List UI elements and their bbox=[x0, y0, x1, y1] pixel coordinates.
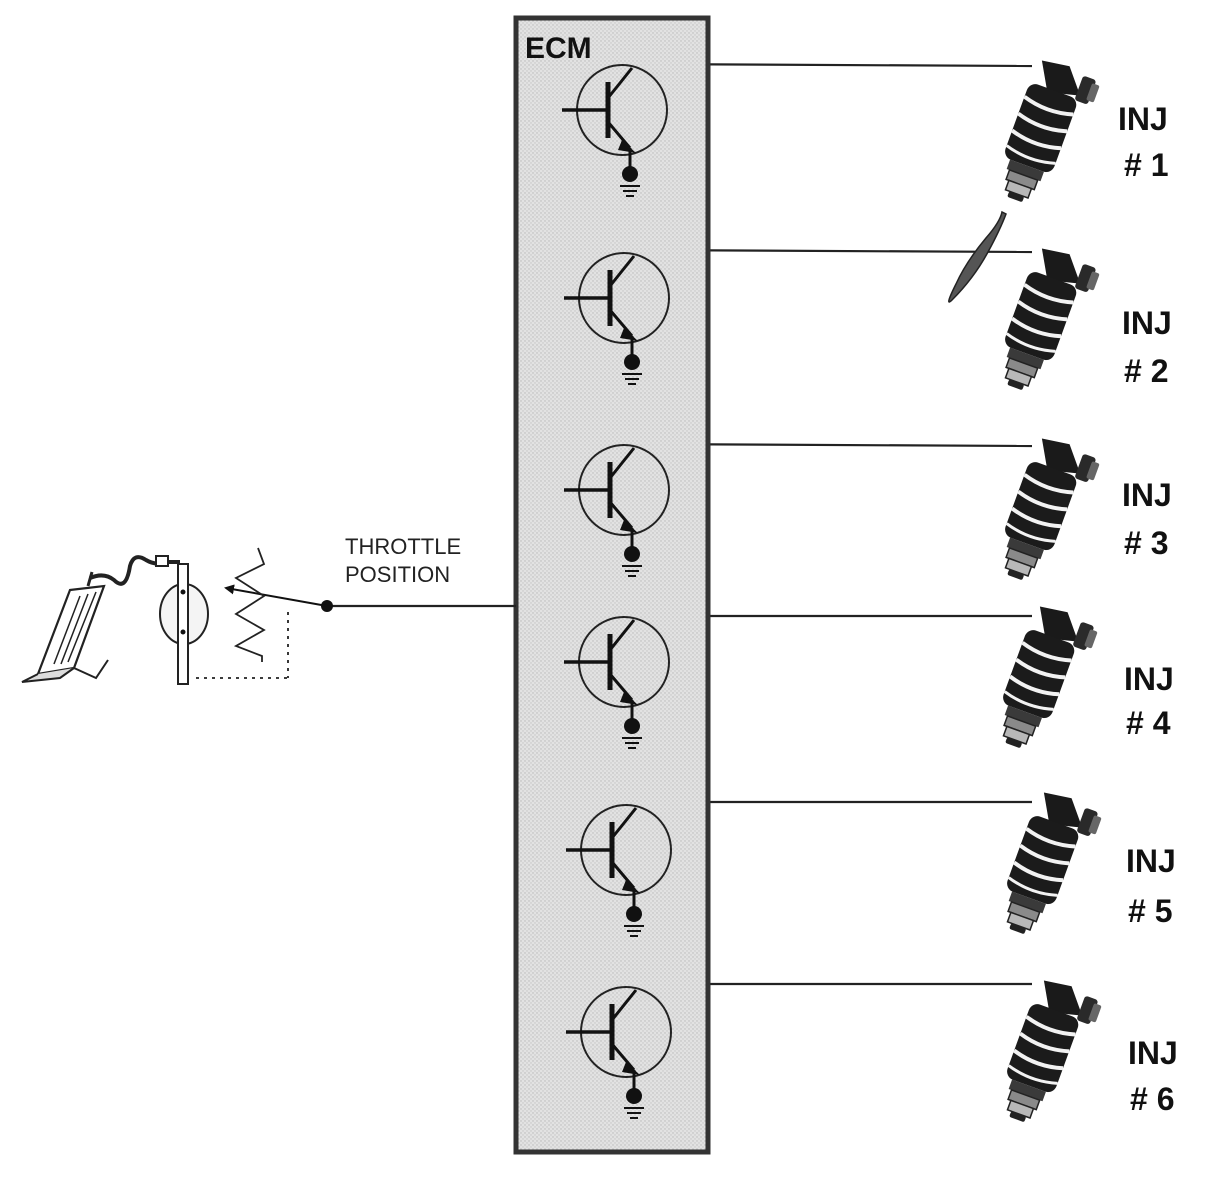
injector-labels: INJ # 1 INJ # 2 INJ # 3 INJ # 4 INJ # 5 … bbox=[1118, 101, 1178, 1117]
injector-6-number: # 6 bbox=[1130, 1081, 1174, 1117]
throttle-position-label-line2: POSITION bbox=[345, 562, 450, 587]
fuel-spray-icon bbox=[948, 210, 1007, 303]
fuel-injector-icon bbox=[986, 599, 1103, 762]
injector-1-name: INJ bbox=[1118, 101, 1168, 137]
fuel-injector-icon bbox=[990, 785, 1107, 948]
throttle-potentiometer-icon bbox=[196, 547, 289, 679]
accelerator-pedal-icon bbox=[21, 571, 109, 683]
fuel-injector-icon bbox=[988, 241, 1105, 404]
injector-4-number: # 4 bbox=[1126, 705, 1171, 741]
injector-3-number: # 3 bbox=[1124, 525, 1168, 561]
ecm-label: ECM bbox=[525, 32, 592, 65]
injector-3-name: INJ bbox=[1122, 477, 1172, 513]
injector-1-number: # 1 bbox=[1124, 147, 1168, 183]
injector-5-name: INJ bbox=[1126, 843, 1176, 879]
throttle-position-label-line1: THROTTLE bbox=[345, 534, 461, 559]
fuel-injector-icon bbox=[990, 973, 1107, 1136]
injector-2-number: # 2 bbox=[1124, 353, 1168, 389]
throttle-plate-icon bbox=[89, 555, 209, 685]
fuel-injector-icon bbox=[988, 431, 1105, 594]
ecm-module: ECM bbox=[513, 15, 711, 1155]
fuel-injector-icon bbox=[988, 53, 1105, 216]
injector-5-number: # 5 bbox=[1128, 893, 1172, 929]
throttle-signal-wire bbox=[224, 584, 516, 612]
injector-4-name: INJ bbox=[1124, 661, 1174, 697]
injector-2-name: INJ bbox=[1122, 305, 1172, 341]
injector-6-name: INJ bbox=[1128, 1035, 1178, 1071]
